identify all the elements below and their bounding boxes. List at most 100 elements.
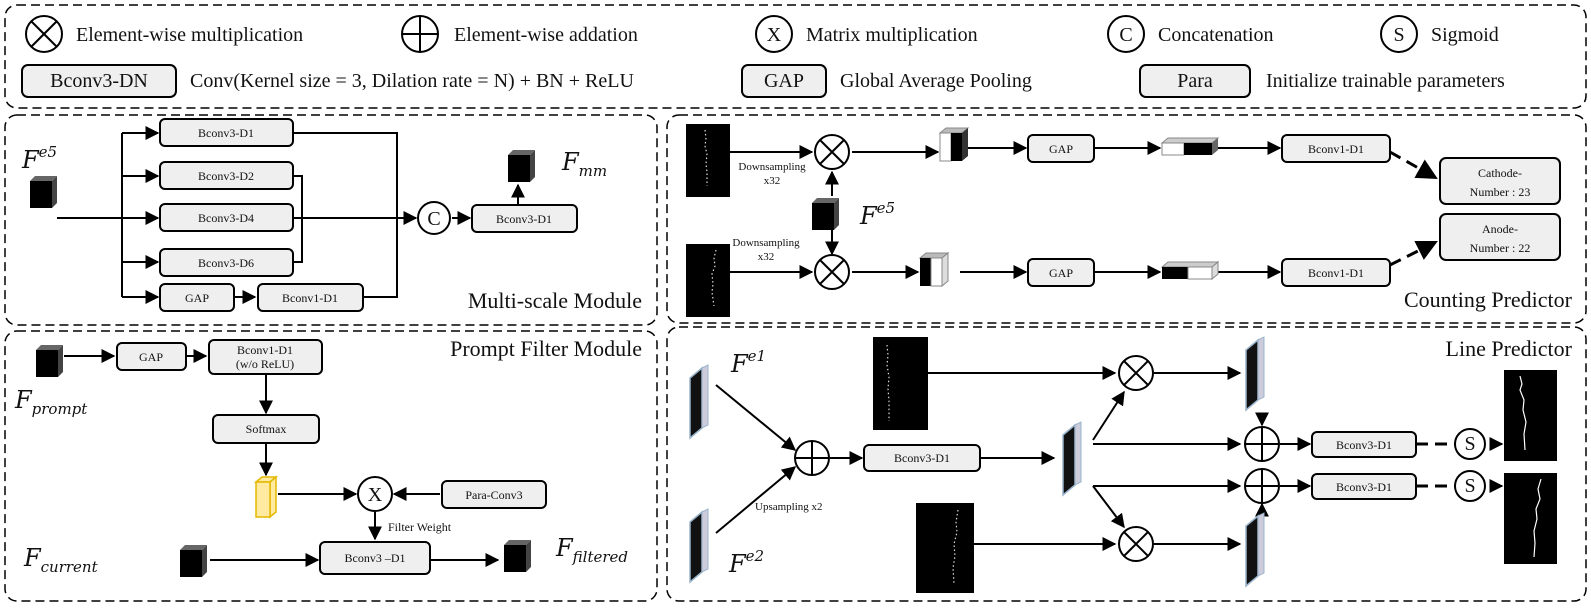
add-icon: [401, 15, 439, 53]
pf-final-conv-label: Bconv3 –D1: [345, 551, 406, 565]
cp-conv-top-label: Bconv1-D1: [1308, 142, 1364, 156]
sigmoid-icon: [1380, 15, 1418, 53]
ms-concat-icon: [417, 201, 451, 235]
lp-conv-bottom-box: Bconv3-D1: [1311, 473, 1417, 500]
ms-bconv-d2-box: Bconv3-D2: [159, 161, 294, 190]
ms-input-label: Fe5: [21, 143, 57, 174]
ms-bconv-d2-label: Bconv3-D2: [198, 169, 254, 183]
cp-downsampling-1: Downsampling: [738, 161, 806, 173]
lp-masked-plate-bottom: [1245, 512, 1265, 587]
lp-conv-mid-label: Bconv3-D1: [894, 451, 950, 465]
prompt-title: Prompt Filter Module: [450, 336, 642, 361]
pf-weight-vector: [253, 475, 279, 519]
ms-bconv1-d1-box: Bconv1-D1: [257, 283, 364, 312]
legend-gap-box-label: GAP: [764, 70, 804, 92]
anode-line-image: [916, 503, 974, 593]
lp-conv-top-box: Bconv3-D1: [1311, 431, 1417, 458]
multiply-icon: [25, 15, 63, 53]
legend-sigmoid-label: Sigmoid: [1431, 24, 1499, 46]
ms-bconv-d1-box: Bconv3-D1: [159, 118, 294, 147]
pf-final-conv-box: Bconv3 –D1: [319, 541, 431, 575]
lp-sigmoid-top-icon: [1454, 428, 1486, 460]
legend-mul-label: Element-wise multiplication: [76, 24, 303, 46]
cp-downsampling-2-factor: x32: [758, 251, 775, 263]
pf-current-label: Fcurrent: [23, 544, 99, 576]
counting-title: Counting Predictor: [1404, 287, 1573, 312]
pf-prompt-label: Fprompt: [14, 386, 88, 418]
legend-gap-desc: Global Average Pooling: [840, 70, 1032, 92]
concat-icon: [1107, 15, 1145, 53]
lp-masked-plate-top: [1245, 336, 1265, 411]
ms-bconv-d6-box: Bconv3-D6: [159, 248, 294, 277]
cp-gap-top-label: GAP: [1049, 142, 1073, 156]
anode-label: Anode-: [1482, 222, 1518, 236]
counting-frame: [666, 114, 1587, 324]
anode-line-output: [1504, 473, 1557, 564]
multiscale-frame: [4, 114, 658, 326]
fcurrent-cube: [180, 545, 207, 577]
pf-softmax-label: Softmax: [246, 422, 287, 436]
lp-fe1-label: Fe1: [730, 347, 766, 378]
legend-add-label: Element-wise addation: [454, 24, 638, 46]
pf-matmul-symbol: X: [368, 484, 383, 506]
pf-conv-label: Bconv1-D1: [237, 343, 293, 357]
legend-bconv-box: [21, 64, 177, 98]
ms-concat-symbol: C: [427, 208, 440, 230]
matmul-symbol: X: [767, 24, 782, 46]
ms-output-label: Fmm: [561, 148, 607, 180]
cathode-count: Number : 23: [1470, 185, 1531, 199]
fe5-feature-cube: [30, 176, 57, 208]
cp-conv-bottom-label: Bconv1-D1: [1308, 266, 1364, 280]
legend-para-box-label: Para: [1177, 70, 1213, 92]
legend-para-box: [1139, 64, 1251, 98]
cp-conv-top-box: Bconv1-D1: [1281, 134, 1391, 163]
pf-matmul-icon: [357, 476, 393, 512]
lp-sigmoid-bottom-icon: [1454, 470, 1486, 502]
ms-bconv-d1-label: Bconv3-D1: [198, 126, 254, 140]
fe1-feature-plate: [689, 364, 709, 439]
ms-bconv1-label: Bconv1-D1: [282, 291, 338, 305]
fprompt-cube: [36, 345, 63, 377]
lp-upsampling-label: Upsampling x2: [755, 501, 823, 513]
cp-masked-cube-top: [938, 127, 970, 162]
lp-conv-bottom-label: Bconv3-D1: [1336, 480, 1392, 494]
cp-downsampling-1-factor: x32: [764, 175, 781, 187]
lp-fe2-label: Fe2: [728, 547, 764, 578]
legend-bconv-desc: Conv(Kernel size = 3, Dilation rate = N)…: [190, 70, 634, 92]
cathode-line-image: [873, 337, 928, 430]
anode-number-box: Anode- Number : 22: [1439, 213, 1561, 261]
ms-gap-label: GAP: [185, 291, 209, 305]
pf-gap-label: GAP: [139, 350, 163, 364]
ms-gap-box: GAP: [159, 283, 235, 312]
pf-filtered-label: Ffiltered: [555, 534, 628, 566]
anode-mask-image: [686, 244, 730, 317]
cp-fe5-cube: [812, 198, 839, 230]
legend-frame: [4, 4, 1587, 109]
sigmoid-symbol: S: [1393, 24, 1404, 46]
cp-multiply-bottom-icon: [814, 254, 850, 290]
pf-filter-weight-label: Filter Weight: [388, 520, 452, 534]
cathode-mask-image: [686, 124, 730, 197]
lp-add-bottom-icon: [1244, 468, 1280, 504]
lp-add-top-icon: [1244, 426, 1280, 462]
legend-gap-box: [741, 64, 827, 98]
cp-conv-bottom-box: Bconv1-D1: [1281, 258, 1391, 287]
cathode-number-box: Cathode- Number : 23: [1439, 157, 1561, 205]
cp-gap-top-box: GAP: [1027, 134, 1095, 163]
ms-output-conv-label: Bconv3-D1: [496, 212, 552, 226]
legend-matmul-label: Matrix multiplication: [806, 24, 978, 46]
anode-count: Number : 22: [1470, 241, 1531, 255]
pf-conv-note: (w/o ReLU): [236, 357, 294, 371]
cathode-line-output: [1504, 370, 1557, 461]
ms-bconv-d4-box: Bconv3-D4: [159, 203, 294, 232]
concat-symbol: C: [1119, 24, 1132, 46]
cathode-label: Cathode-: [1478, 166, 1522, 180]
cp-vector-bottom: [1160, 260, 1220, 281]
lp-conv-top-label: Bconv3-D1: [1336, 438, 1392, 452]
cp-gap-bottom-label: GAP: [1049, 266, 1073, 280]
multiscale-title: Multi-scale Module: [468, 288, 642, 313]
ms-output-conv-box: Bconv3-D1: [471, 204, 578, 233]
legend-concat-label: Concatenation: [1158, 24, 1274, 46]
fe2-feature-plate: [689, 508, 709, 583]
